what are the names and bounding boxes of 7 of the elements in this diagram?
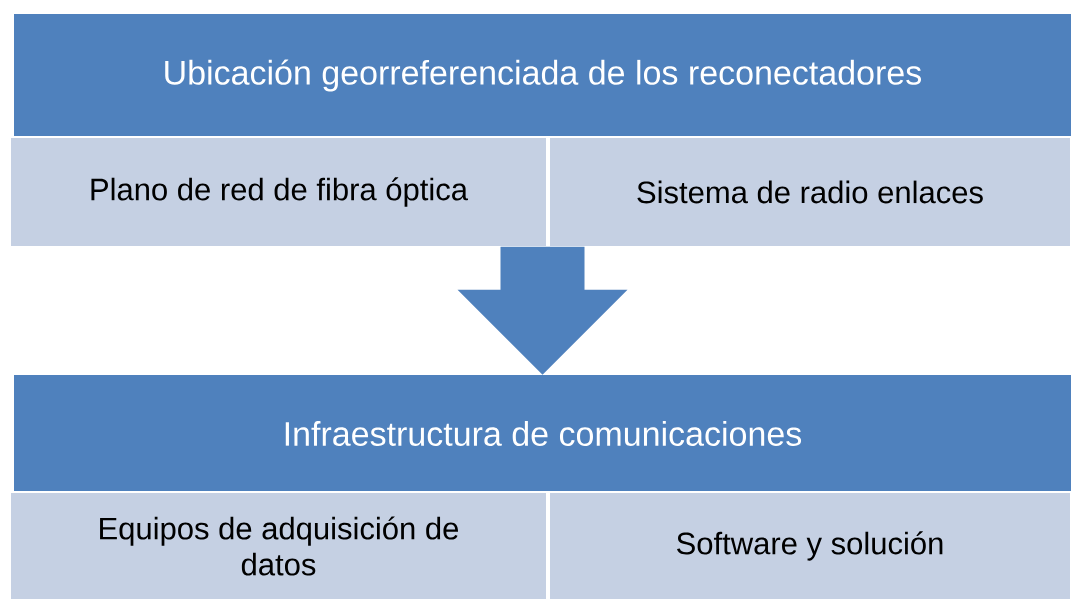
text-box: Plano de red de fibra óptica — [9, 136, 548, 248]
text-box: Sistema de radio enlaces — [548, 136, 1071, 248]
band-header: Ubicación georreferenciada de los reconectadores — [14, 14, 1071, 137]
text-box: Equipos de adquisición de datos — [9, 491, 548, 600]
block-arrow — [457, 246, 628, 375]
band-header: Infraestructura de comunicaciones — [14, 375, 1071, 492]
text-box: Software y solución — [548, 491, 1071, 600]
